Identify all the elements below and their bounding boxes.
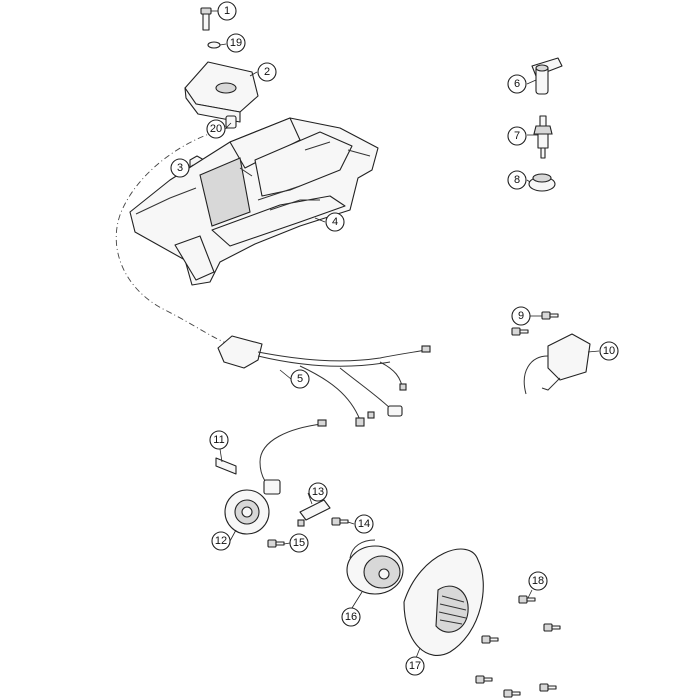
callout-20-label: 20 [210, 123, 222, 135]
callout-2-label: 2 [264, 66, 270, 78]
leader-lines [188, 10, 600, 659]
part-7-spark-plug [533, 115, 553, 159]
callout-15-label: 15 [293, 537, 305, 549]
callout-1-label: 1 [224, 5, 230, 17]
callout-10-label: 10 [603, 345, 615, 357]
part-11-stator-cable [215, 419, 327, 495]
callout-14[interactable]: 14 [354, 514, 374, 534]
part-9-screws [511, 311, 559, 336]
callout-11[interactable]: 11 [209, 430, 229, 450]
callout-14-label: 14 [358, 518, 370, 530]
part-17-ignition-cover [403, 548, 484, 656]
callout-7-label: 7 [514, 130, 520, 142]
part-14-screw [297, 517, 349, 527]
callout-19[interactable]: 19 [226, 33, 246, 53]
part-5-wiring-harness [217, 335, 431, 427]
part-4-battery-tray [129, 117, 379, 286]
part-2-cover [184, 61, 259, 123]
part-8-grommet [528, 173, 556, 192]
callout-9-label: 9 [518, 310, 524, 322]
callout-6-label: 6 [514, 78, 520, 90]
callout-13[interactable]: 13 [308, 482, 328, 502]
callout-1[interactable]: 1 [217, 1, 237, 21]
part-15-screws [267, 539, 285, 548]
callout-15[interactable]: 15 [289, 533, 309, 553]
callout-18-label: 18 [532, 575, 544, 587]
callout-3[interactable]: 3 [170, 158, 190, 178]
callout-13-label: 13 [312, 486, 324, 498]
callout-12[interactable]: 12 [211, 531, 231, 551]
callout-17-label: 17 [409, 660, 421, 672]
part-19-washer [207, 41, 221, 49]
callout-16[interactable]: 16 [341, 607, 361, 627]
callout-11-label: 11 [213, 434, 224, 446]
callout-7[interactable]: 7 [507, 126, 527, 146]
callout-17[interactable]: 17 [405, 656, 425, 676]
callout-16-label: 16 [345, 611, 357, 623]
callout-18[interactable]: 18 [528, 571, 548, 591]
callout-4[interactable]: 4 [325, 212, 345, 232]
callout-4-label: 4 [332, 216, 338, 228]
part-18-screws [475, 595, 561, 698]
callout-10[interactable]: 10 [599, 341, 619, 361]
callout-2[interactable]: 2 [257, 62, 277, 82]
cable-route-dashed [115, 127, 233, 346]
callout-8[interactable]: 8 [507, 170, 527, 190]
part-13-bracket [299, 499, 331, 521]
callout-20[interactable]: 20 [206, 119, 226, 139]
callout-5[interactable]: 5 [290, 369, 310, 389]
part-12-stator [224, 489, 270, 535]
callout-9[interactable]: 9 [511, 306, 531, 326]
callout-8-label: 8 [514, 174, 520, 186]
part-10-ignition-coil [523, 333, 591, 395]
callout-19-label: 19 [230, 37, 242, 49]
part-16-flywheel [346, 539, 404, 595]
callout-12-label: 12 [215, 535, 227, 547]
part-6-plug-cap [531, 57, 563, 95]
part-1-screw [200, 7, 212, 31]
callout-5-label: 5 [297, 373, 303, 385]
callout-6[interactable]: 6 [507, 74, 527, 94]
callout-3-label: 3 [177, 162, 183, 174]
